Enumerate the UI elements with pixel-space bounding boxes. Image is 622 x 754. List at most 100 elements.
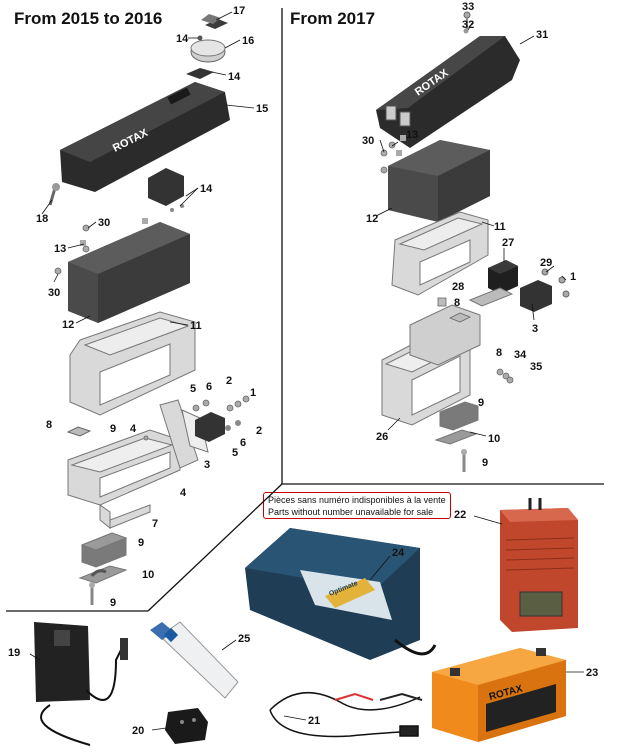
callout-30-c: 30 [362, 135, 374, 147]
right-battery-12 [388, 135, 490, 222]
part-14-cap-shape [186, 68, 214, 79]
callout-17: 17 [233, 5, 245, 17]
callout-4-b: 4 [180, 487, 187, 499]
left-bolt-9 [89, 582, 95, 605]
callout-14-b: 14 [228, 71, 241, 83]
callout-31: 31 [536, 29, 548, 41]
charger-22 [500, 498, 578, 632]
callout-23: 23 [586, 667, 598, 679]
battery-12-side [98, 234, 190, 323]
callout-28: 28 [452, 281, 464, 293]
callout-1: 1 [250, 387, 256, 399]
callout-8: 8 [46, 419, 52, 431]
callouts-right: 33 32 31 30 13 12 11 27 29 1 28 8 3 8 34… [362, 1, 576, 469]
callout-35: 35 [530, 361, 542, 373]
callout-8-b: 8 [454, 297, 460, 309]
charger-24: Optimate [245, 528, 437, 660]
switch-14-terminal-a [180, 204, 184, 208]
callout-9-e: 9 [482, 457, 488, 469]
clip-cable-21 [269, 691, 423, 738]
callout-6-a: 6 [206, 381, 212, 393]
callout-13-b: 13 [406, 129, 418, 141]
right-switch-27 [488, 260, 518, 294]
callout-14-a: 14 [176, 33, 189, 45]
battery-12-terminal-b [142, 218, 148, 224]
callout-19: 19 [8, 647, 20, 659]
left-switch-14 [148, 168, 184, 212]
right-housing-31: ROTAX [376, 36, 520, 148]
callouts-left: 17 14 16 14 15 14 18 30 13 30 12 11 5 6 … [36, 5, 268, 609]
callout-18: 18 [36, 213, 48, 225]
right-section-title: From 2017 [290, 9, 376, 28]
part-16-top-shape [190, 39, 226, 57]
left-fasteners [54, 224, 250, 441]
left-small-part-8 [66, 426, 92, 437]
callout-15: 15 [256, 103, 268, 115]
battery-12-terminal-a [80, 240, 86, 246]
callout-21: 21 [308, 715, 320, 727]
right-part-28-8 [437, 297, 471, 323]
callout-1-b: 1 [570, 271, 576, 283]
part-17-shape [205, 19, 228, 29]
callout-10-b: 10 [488, 433, 500, 445]
callout-32: 32 [462, 19, 474, 31]
housing-15-slot [167, 87, 191, 105]
notice-line-en: Parts without number unavailable for sal… [268, 507, 434, 517]
left-tray-11 [69, 311, 196, 416]
left-screw-18 [48, 183, 60, 206]
left-clamp-9 [80, 532, 128, 568]
callout-9-a: 9 [110, 423, 116, 435]
callout-8-c: 8 [496, 347, 502, 359]
callout-3-b: 3 [532, 323, 538, 335]
left-relay-3 [195, 412, 241, 442]
callout-5-a: 5 [190, 383, 196, 395]
callout-11-b: 11 [494, 221, 506, 233]
callout-7: 7 [152, 518, 158, 530]
notice-box: Pièces sans numéro indisponibles à la ve… [263, 492, 451, 519]
left-section-title: From 2015 to 2016 [14, 9, 163, 28]
right-clamp-10 [434, 429, 478, 445]
callout-24: 24 [392, 547, 405, 559]
callout-29: 29 [540, 257, 552, 269]
callout-11: 11 [190, 320, 202, 332]
callout-25: 25 [238, 633, 250, 645]
right-bracket-26 [381, 287, 514, 426]
callout-30-a: 30 [98, 217, 110, 229]
leader-lines [29, 11, 584, 731]
notice-line-fr: Pièces sans numéro indisponibles à la ve… [268, 495, 446, 505]
callout-13: 13 [54, 243, 66, 255]
left-battery-12 [68, 218, 190, 323]
callout-9-b: 9 [138, 537, 144, 549]
callout-9-d: 9 [478, 397, 484, 409]
callouts-accessories: 22 24 19 25 20 21 23 [8, 509, 598, 737]
switch-14-terminal-b [170, 208, 174, 212]
callout-4-a: 4 [130, 423, 137, 435]
section-dividers [6, 8, 604, 612]
callout-9-c: 9 [110, 597, 116, 609]
callout-2-b: 2 [256, 425, 262, 437]
callout-2-a: 2 [226, 375, 232, 387]
battery-23: ROTAX [432, 648, 566, 742]
callout-30-b: 30 [48, 287, 60, 299]
part-17-top-shape [201, 14, 221, 24]
callout-16: 16 [242, 35, 254, 47]
callout-3: 3 [204, 459, 210, 471]
right-bolt-9 [461, 449, 467, 472]
callout-33: 33 [462, 1, 474, 13]
grease-tube-25 [150, 621, 239, 699]
callout-14-c: 14 [200, 183, 213, 195]
callout-34: 34 [514, 349, 527, 361]
callout-22: 22 [454, 509, 466, 521]
part-14-screw-shape [197, 35, 203, 41]
callout-12-b: 12 [366, 213, 378, 225]
callout-12: 12 [62, 319, 74, 331]
callout-6-b: 6 [240, 437, 246, 449]
callout-26: 26 [376, 431, 388, 443]
diagonal-divider [147, 483, 283, 612]
left-housing-15: ROTAX [60, 82, 230, 192]
callout-10: 10 [142, 569, 154, 581]
right-screws-33-32 [463, 11, 471, 34]
left-clamp-10 [78, 565, 128, 584]
